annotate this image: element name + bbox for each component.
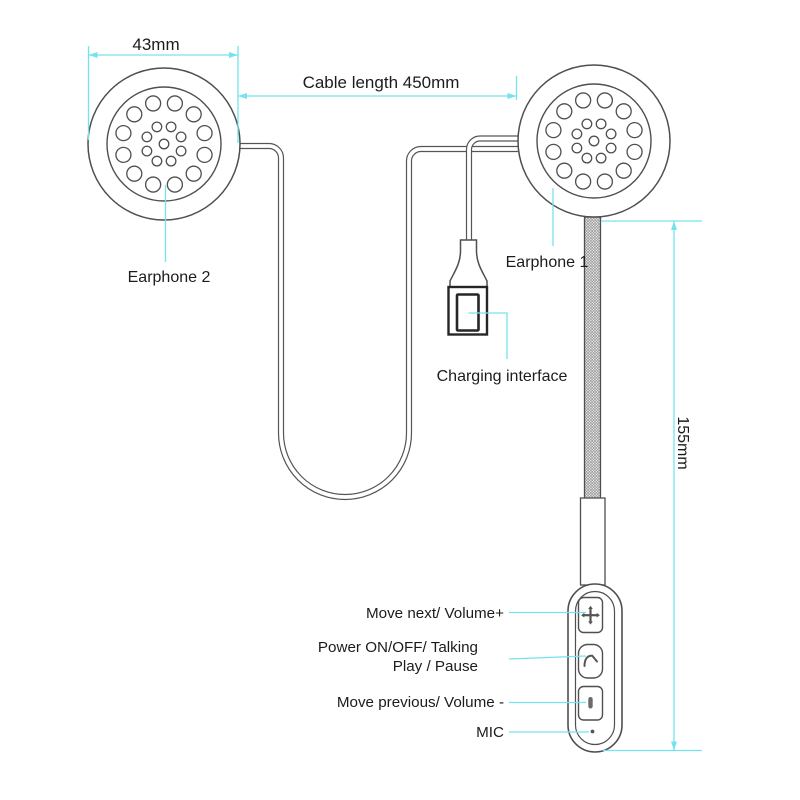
mic-dot-icon — [590, 729, 595, 734]
boom-sleeve — [579, 497, 606, 586]
move-previous-label: Move previous/ Volume - — [337, 694, 504, 711]
power-label-line1: Power ON/OFF/ Talking — [318, 639, 478, 656]
charging-connector — [447, 239, 489, 336]
connecting-cable — [239, 142, 518, 501]
dim-width-label: 43mm — [132, 35, 179, 54]
plus-icon — [581, 605, 600, 625]
mic-label: MIC — [476, 724, 504, 741]
control-unit — [567, 583, 623, 753]
earphone-2-drawing — [87, 67, 241, 221]
volume-up-button — [577, 596, 604, 634]
slot-icon — [588, 697, 593, 709]
call-button — [577, 643, 604, 679]
dimension-lines — [87, 46, 702, 752]
earphone-1-label: Earphone 1 — [506, 254, 589, 271]
dim-height-label: 155mm — [674, 416, 691, 469]
connector-strain-relief — [449, 239, 488, 288]
phone-handset-icon — [583, 654, 598, 667]
volume-down-button — [577, 685, 604, 721]
dim-cable-label: Cable length 450mm — [303, 73, 460, 92]
earphone-1-drawing — [517, 64, 671, 218]
power-label-line2: Play / Pause — [393, 658, 478, 675]
charging-interface-label: Charging interface — [437, 368, 568, 385]
charging-cable — [465, 135, 518, 243]
earphone-2-label: Earphone 2 — [128, 269, 211, 286]
move-next-label: Move next/ Volume+ — [366, 605, 504, 622]
